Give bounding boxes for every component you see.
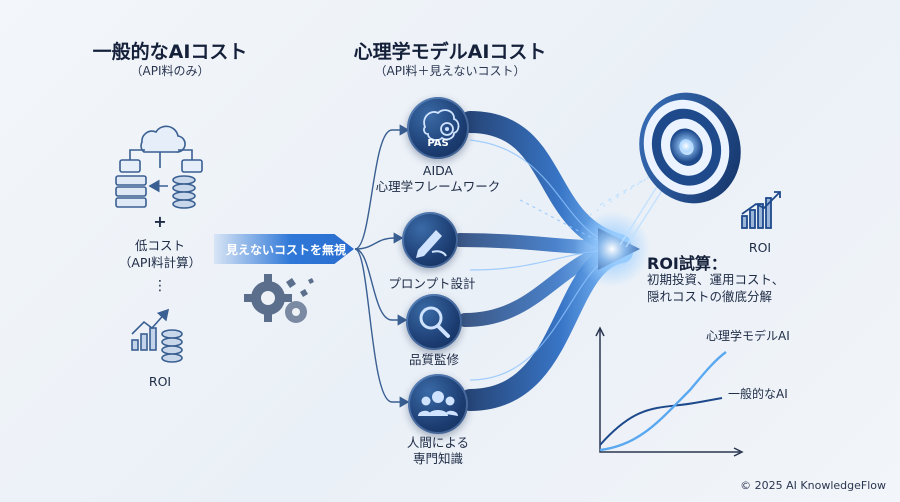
pas-badge: PAS — [427, 138, 449, 149]
broken-gears-icon — [244, 274, 314, 323]
branch-lines — [354, 124, 410, 408]
brain-gear-icon — [423, 109, 460, 141]
node-psych-framework: PAS — [407, 97, 469, 159]
roi-calc-line1: 初期投資、運用コスト、 — [647, 272, 785, 287]
left-roi-icon — [131, 308, 183, 363]
general-ai-title: 一般的なAIコスト — [92, 41, 248, 63]
roi-calc-line2: 隠れコストの徹底分解 — [647, 289, 773, 304]
copyright-text: © 2025 AI KnowledgeFlow — [740, 479, 886, 492]
pen-hand-icon — [416, 230, 447, 258]
ignore-hidden-cost-banner: 見えないコストを無視 — [214, 234, 354, 264]
growth-chart — [595, 326, 744, 457]
node1-line1: AIDA — [422, 163, 454, 178]
node-human-expertise — [408, 374, 468, 434]
psych-ai-subtitle: （API料＋見えないコスト） — [374, 64, 526, 78]
right-roi-label: ROI — [748, 240, 772, 255]
node-prompt-design — [402, 212, 458, 268]
plus-sign: + — [153, 212, 167, 231]
right-roi-icon — [741, 191, 781, 229]
node1-line2: 心理学フレームワーク — [375, 179, 501, 194]
low-cost-label: 低コスト — [134, 238, 185, 253]
left-roi-label: ROI — [148, 374, 172, 389]
node-quality-review — [406, 294, 462, 350]
chart-series-general-label: 一般的なAI — [728, 387, 788, 401]
roi-calc-title: ROI試算： — [647, 254, 727, 273]
banner-label: 見えないコストを無視 — [226, 243, 347, 257]
general-ai-subtitle: （API料のみ） — [130, 64, 210, 78]
cloud-server-icon — [115, 125, 203, 209]
chart-series-psych-label: 心理学モデルAI — [706, 329, 790, 343]
psych-ai-title: 心理学モデルAIコスト — [353, 41, 547, 63]
low-cost-sublabel: （API料計算） — [118, 255, 202, 270]
node4-line2: 専門知識 — [412, 451, 463, 466]
vertical-dots: ⋮ — [153, 278, 167, 294]
people-group-icon — [418, 391, 458, 416]
node4-line1: 人間による — [406, 435, 470, 450]
magnifier-icon — [419, 306, 450, 338]
node3-line1: 品質監修 — [408, 352, 459, 367]
node2-line1: プロンプト設計 — [388, 276, 476, 291]
